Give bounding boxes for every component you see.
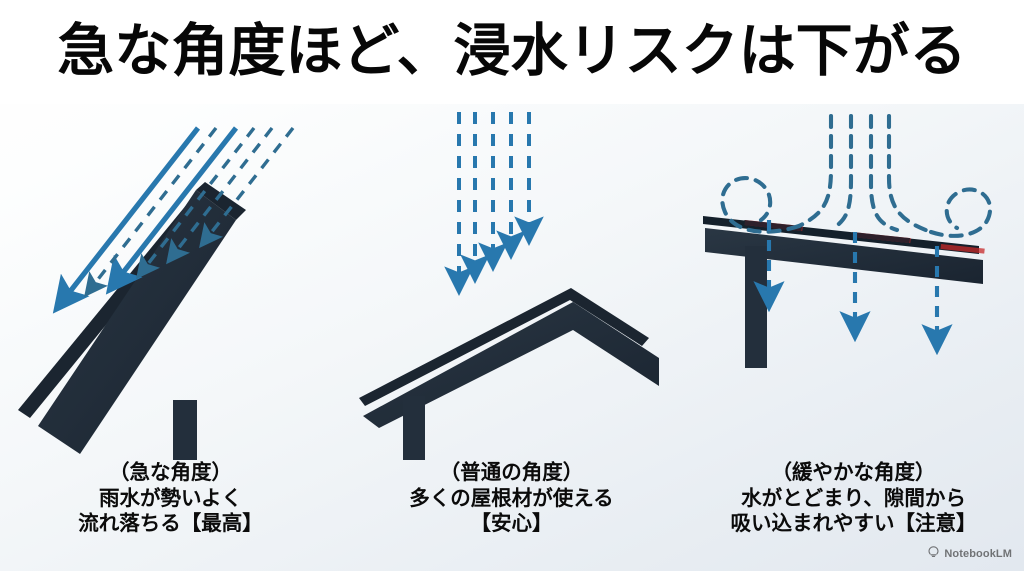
low-roof-leak-arrows — [753, 220, 953, 356]
normal-roof-post — [403, 396, 425, 460]
low-roof-slab — [705, 228, 983, 284]
page-title: 急な角度ほど、浸水リスクは下がる — [57, 19, 967, 83]
steep-roof-post — [173, 400, 197, 460]
title-band — [0, 0, 1024, 104]
watermark-label: NotebookLM — [944, 548, 1012, 560]
low-roof-post — [745, 246, 767, 368]
panel-steep-caption: （急な角度） 雨水が勢いよく 流れ落ちる【最高】 — [0, 460, 341, 537]
caption-line: （普通の角度） — [439, 461, 584, 484]
caption-line: （急な角度） — [109, 461, 232, 484]
low-roof-water-swirls — [720, 113, 993, 238]
low-slope-roof-diagram — [683, 110, 1024, 460]
caption-line: 多くの屋根材が使える — [409, 486, 614, 510]
caption-line: （緩やかな角度） — [771, 461, 936, 484]
caption-line: 【安心】 — [470, 512, 553, 535]
watermark: NotebookLM — [927, 545, 1012, 563]
notebooklm-icon — [927, 545, 940, 563]
steep-roof-diagram — [0, 110, 341, 460]
normal-roof-diagram — [341, 110, 682, 460]
caption-line: 水がとどまり、隙間から — [741, 486, 966, 510]
panel-steep-angle: （急な角度） 雨水が勢いよく 流れ落ちる【最高】 — [0, 110, 341, 571]
normal-rain-dashed-arrows — [444, 112, 544, 296]
caption-line: 流れ落ちる【最高】 — [78, 512, 263, 535]
caption-line: 吸い込まれやすい【注意】 — [730, 512, 977, 535]
caption-line: 雨水が勢いよく — [98, 486, 243, 510]
steep-rain-dashed-arrows — [84, 126, 295, 298]
panel-low-caption: （緩やかな角度） 水がとどまり、隙間から 吸い込まれやすい【注意】 — [683, 460, 1024, 537]
panel-low-angle: （緩やかな角度） 水がとどまり、隙間から 吸い込まれやすい【注意】 — [683, 110, 1024, 571]
normal-roof-slab — [363, 302, 659, 428]
panel-normal-angle: （普通の角度） 多くの屋根材が使える 【安心】 — [341, 110, 682, 571]
panel-normal-caption: （普通の角度） 多くの屋根材が使える 【安心】 — [341, 460, 682, 537]
